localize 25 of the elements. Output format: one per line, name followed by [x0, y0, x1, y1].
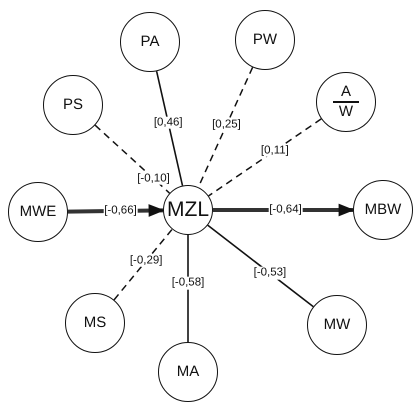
edge-label: [-0,53]: [252, 266, 288, 280]
node-label: PW: [252, 32, 278, 48]
node-label: W: [338, 104, 354, 120]
edge-label: [-0,58]: [170, 276, 206, 290]
node-label: MWE: [20, 204, 56, 220]
node-label: A: [340, 84, 351, 100]
edge-label: [-0,66]: [103, 204, 138, 218]
edge-label: [-0,10]: [136, 172, 171, 185]
node-label: MS: [84, 315, 106, 331]
connector-line: [187, 235, 189, 342]
node-label: MW: [324, 317, 350, 333]
node-label: MA: [176, 364, 200, 380]
node-label: PS: [62, 97, 83, 113]
node-label: MBW: [364, 202, 402, 218]
edge-label: [0,46]: [152, 116, 184, 129]
edge-label: [0,11]: [260, 144, 290, 157]
node-label: MZL: [167, 198, 209, 222]
node-circle: [163, 185, 213, 235]
connector-line: [113, 228, 173, 300]
edge-label: [-0,64]: [268, 204, 303, 216]
edge-label: [-0,29]: [128, 254, 164, 268]
node-label: PA: [140, 34, 160, 50]
connector-line: [94, 124, 170, 194]
connector-line: [156, 71, 184, 186]
edge-label: [0,25]: [211, 118, 242, 132]
